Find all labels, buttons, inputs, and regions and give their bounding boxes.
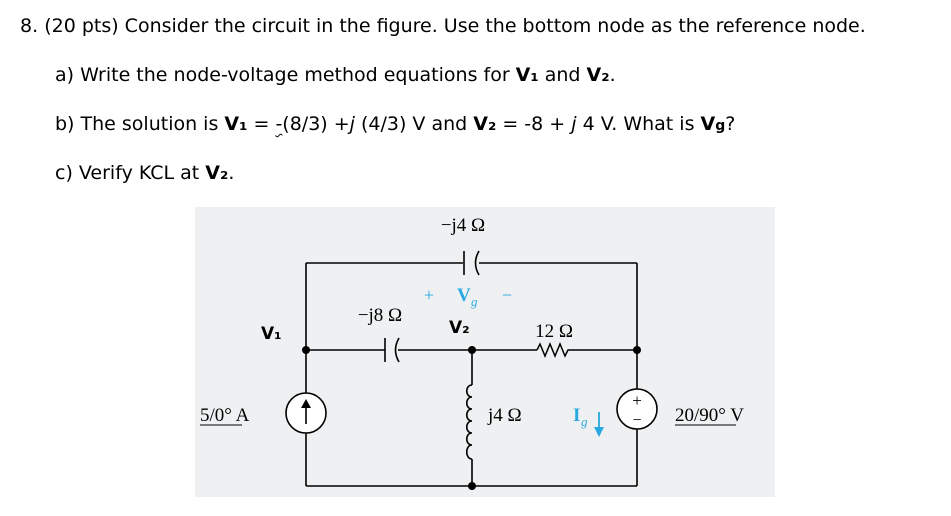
part-a-period: . (609, 64, 616, 86)
part-c-text: Verify KCL at (78, 162, 206, 184)
part-b-vg-sub: g (715, 118, 726, 134)
vg-sub: g (471, 294, 478, 309)
node-reference-dot (468, 482, 476, 490)
part-b-j2: j (571, 113, 577, 135)
part-c-period: . (228, 162, 235, 184)
vs-minus: − (632, 412, 641, 429)
part-a-label: a) (55, 64, 75, 86)
part-b-v2-value: = -8 + (496, 113, 572, 135)
node-v2-label: V₂ (449, 318, 470, 338)
part-c-label: c) (55, 162, 73, 184)
problem-number: 8. (20, 15, 39, 37)
resistor-label: 12 Ω (535, 321, 573, 342)
current-source (285, 392, 327, 434)
nodes (302, 346, 641, 490)
part-a-v2: V₂ (586, 64, 610, 86)
node-right-dot (633, 346, 641, 354)
part-a-and: and (538, 64, 587, 86)
part-b-j1: j (349, 113, 355, 135)
node-v1-dot (302, 346, 310, 354)
inductor-label: j4 Ω (487, 405, 522, 426)
arrow-up-icon (301, 399, 311, 408)
capacitor-top (463, 250, 480, 276)
ig-arrow (594, 412, 604, 437)
part-b-text: The solution is (80, 113, 225, 135)
node-v1-label: V₁ (261, 324, 282, 344)
part-b-vg-letter: V (700, 113, 716, 135)
figure-background (195, 207, 775, 497)
inductor-j4 (465, 384, 473, 460)
left-cap-label: −j8 Ω (358, 305, 402, 326)
part-a-v1: V₁ (515, 64, 539, 86)
part-b-vg: Vg (701, 113, 726, 135)
part-b-imag: (4/3) V and (354, 113, 474, 135)
arrow-down-icon (594, 427, 604, 437)
top-cap-label: −j4 Ω (441, 215, 485, 236)
vs-plus: + (632, 391, 642, 410)
current-source-label: 5/0° A (200, 405, 250, 426)
part-a: a) Write the node-voltage method equatio… (55, 63, 616, 87)
part-b-label: b) (55, 113, 75, 135)
node-v2-dot (468, 346, 476, 354)
part-b-v1: V₁ (224, 113, 248, 135)
part-b-real: (8/3) + (282, 113, 350, 135)
part-b-qmark: ? (725, 113, 736, 135)
part-c-v2: V₂ (205, 162, 229, 184)
vg-plus: + (424, 285, 434, 305)
capacitor-left (384, 337, 400, 363)
problem-statement: 8. (20 pts) Consider the circuit in the … (20, 14, 866, 38)
circuit-diagram: + − −j4 Ω + V g − −j8 Ω V₁ V₂ 12 Ω j4 Ω … (195, 207, 775, 497)
vg-letter: V (457, 285, 471, 306)
voltage-source-label: 20/90° V (675, 405, 744, 426)
circuit-figure: + − −j4 Ω + V g − −j8 Ω V₁ V₂ 12 Ω j4 Ω … (195, 207, 775, 497)
vg-minus: − (502, 285, 512, 305)
part-b-negative-sign: - (275, 113, 283, 135)
voltage-source (616, 388, 658, 430)
part-b-question: 4 V. What is (576, 113, 701, 135)
part-b-equals: = (247, 113, 276, 135)
problem-text: (20 pts) Consider the circuit in the fig… (44, 15, 866, 37)
part-c: c) Verify KCL at V₂. (55, 161, 234, 185)
resistor-12ohm (536, 342, 571, 358)
part-b-v2: V₂ (473, 113, 497, 135)
wires (305, 262, 638, 487)
ig-sub: g (581, 414, 588, 429)
part-a-text: Write the node-voltage method equations … (80, 64, 516, 86)
part-b: b) The solution is V₁ = -(8/3) +j (4/3) … (55, 112, 735, 138)
ig-letter: I (573, 405, 580, 426)
